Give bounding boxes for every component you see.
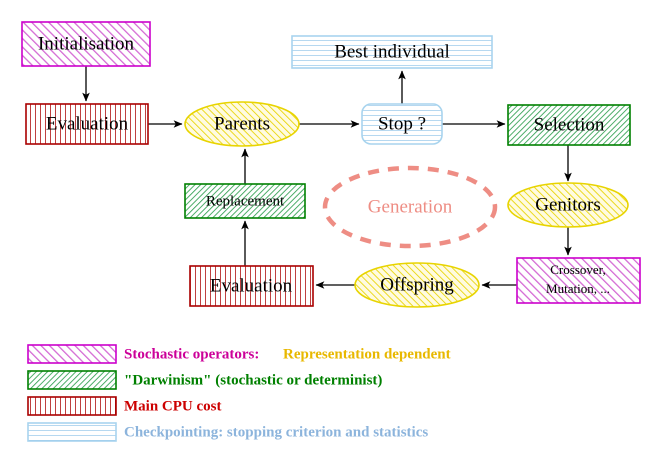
legend-row-darwinism: "Darwinism" (stochastic or determinist) bbox=[27, 370, 382, 390]
legend-label-representation-dependent: Representation dependent bbox=[283, 346, 451, 362]
node-crossover-mutation[interactable]: Crossover, Mutation, ... bbox=[516, 257, 641, 304]
node-genitors[interactable]: Genitors bbox=[507, 182, 629, 228]
edge-layer bbox=[82, 66, 572, 289]
node-offspring[interactable]: Offspring bbox=[354, 262, 480, 308]
legend-swatch-red bbox=[27, 396, 117, 416]
node-generation-label: Generation bbox=[368, 196, 453, 217]
node-best-individual[interactable]: Best individual bbox=[291, 35, 493, 69]
node-selection[interactable]: Selection bbox=[507, 104, 631, 146]
legend-row-stochastic-operators: Stochastic operators: Representation dep… bbox=[27, 344, 451, 364]
node-crossover-mutation-label-line2: Mutation, ... bbox=[546, 281, 610, 296]
node-stop-label: Stop ? bbox=[378, 113, 426, 134]
node-evaluation-bottom[interactable]: Evaluation bbox=[189, 265, 314, 307]
node-evaluation-top-label: Evaluation bbox=[46, 113, 129, 134]
legend-swatch-blue bbox=[27, 422, 117, 442]
node-replacement[interactable]: Replacement bbox=[184, 183, 306, 219]
node-initialisation[interactable]: Initialisation bbox=[21, 21, 151, 67]
node-genitors-label: Genitors bbox=[535, 194, 600, 215]
legend-swatch-green bbox=[27, 370, 117, 390]
legend-label-checkpointing: Checkpointing: stopping criterion and st… bbox=[124, 424, 428, 440]
legend-label-stochastic-operators: Stochastic operators: bbox=[124, 346, 259, 362]
legend-label-main-cpu-cost: Main CPU cost bbox=[124, 398, 222, 414]
node-initialisation-label: Initialisation bbox=[38, 33, 135, 54]
node-evaluation-bottom-label: Evaluation bbox=[210, 275, 293, 296]
node-parents-label: Parents bbox=[214, 113, 270, 134]
node-crossover-mutation-label-line1: Crossover, bbox=[550, 262, 605, 277]
legend-label-darwinism: "Darwinism" (stochastic or determinist) bbox=[124, 372, 382, 388]
legend: Stochastic operators: Representation dep… bbox=[27, 344, 451, 442]
legend-swatch-magenta bbox=[27, 344, 117, 364]
node-best-individual-label: Best individual bbox=[334, 41, 450, 62]
node-replacement-label: Replacement bbox=[206, 193, 285, 209]
node-evaluation-top[interactable]: Evaluation bbox=[25, 103, 149, 145]
legend-row-main-cpu-cost: Main CPU cost bbox=[27, 396, 222, 416]
node-stop[interactable]: Stop ? bbox=[361, 103, 443, 145]
legend-row-checkpointing: Checkpointing: stopping criterion and st… bbox=[27, 422, 428, 442]
node-offspring-label: Offspring bbox=[380, 274, 454, 295]
node-parents[interactable]: Parents bbox=[184, 101, 300, 147]
node-selection-label: Selection bbox=[534, 114, 605, 135]
node-generation: Generation bbox=[322, 165, 498, 249]
